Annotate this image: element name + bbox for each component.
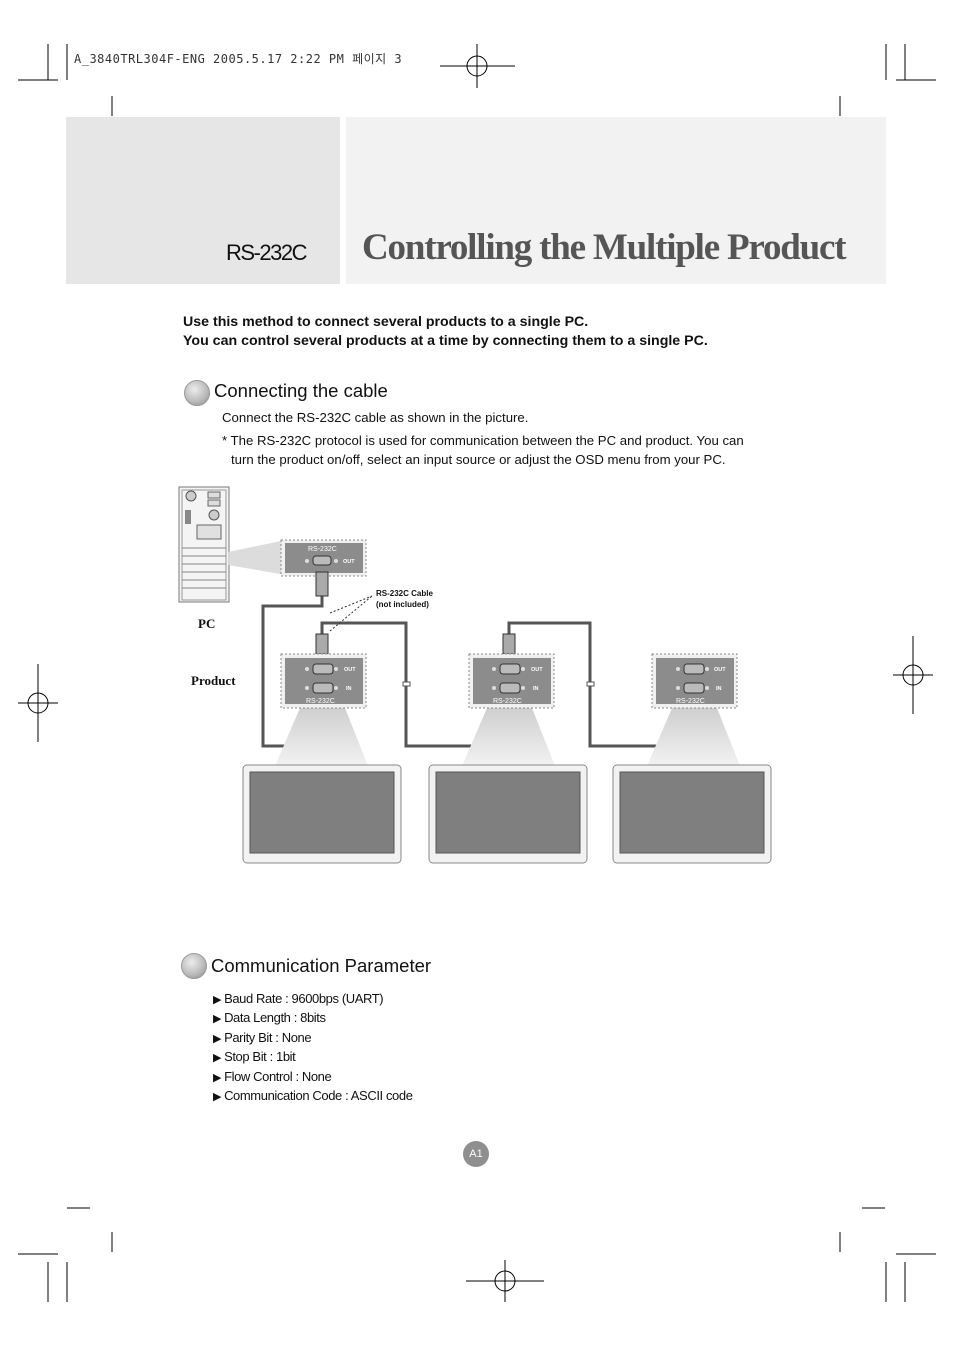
intro-text: Use this method to connect several produ… [183,313,708,351]
connection-diagram: RS-232C OUT RS-232C Cable (not included)… [178,486,772,864]
pc-label: PC [198,616,216,631]
product-2-out-label: OUT [531,667,543,673]
pc-port-label: RS-232C [308,546,337,553]
page-number: A1 [463,1141,489,1167]
product-1-out-label: OUT [344,667,356,673]
pc-tower-icon [178,486,230,603]
list-item: Data Length : 8bits [213,1009,413,1028]
parameter-list: Baud Rate : 9600bps (UART) Data Length :… [213,990,413,1106]
product-monitor-1 [242,764,402,864]
product-2-port-panel: OUT IN RS-232C [462,653,555,766]
list-item: Baud Rate : 9600bps (UART) [213,990,413,1009]
product-label: Product [191,673,236,688]
header-left-panel [66,117,340,284]
connecting-text-2: * The RS-232C protocol is used for commu… [222,431,744,469]
product-1-in-label: IN [346,686,352,692]
cable-label-line-2: (not included) [376,600,429,609]
header-right-panel [346,117,886,284]
connecting-text-2-line-2: turn the product on/off, select an input… [231,452,726,467]
product-1-port-label: RS-232C [306,698,335,705]
intro-line-2: You can control several products at a ti… [183,333,708,349]
pc-port-panel: RS-232C OUT [280,539,367,577]
section-bullet-icon [181,953,207,979]
list-item: Communication Code : ASCII code [213,1087,413,1106]
communication-title: Communication Parameter [211,955,432,976]
product-3-port-label: RS-232C [676,698,705,705]
connecting-text-1: Connect the RS-232C cable as shown in th… [222,410,529,425]
section-bullet-icon [184,380,210,406]
product-2-in-label: IN [533,686,539,692]
cable-label-line-1: RS-232C Cable [376,589,433,598]
product-3-port-panel: OUT IN RS-232C [647,653,740,766]
page-title: Controlling the Multiple Product [362,227,847,268]
pc-out-label: OUT [343,559,355,565]
product-monitor-2 [428,764,588,864]
product-1-port-panel: OUT IN RS-232C [275,653,368,766]
intro-line-1: Use this method to connect several produ… [183,314,589,330]
print-header: A_3840TRL304F-ENG 2005.5.17 2:22 PM 페이지 … [74,52,403,66]
product-monitor-3 [612,764,772,864]
product-2-port-label: RS-232C [493,698,522,705]
connecting-title: Connecting the cable [214,380,388,401]
list-item: Flow Control : None [213,1068,413,1087]
product-3-out-label: OUT [714,667,726,673]
section-label: RS-232C [226,240,307,265]
connecting-text-2-line-1: * The RS-232C protocol is used for commu… [222,433,744,448]
list-item: Stop Bit : 1bit [213,1048,413,1067]
list-item: Parity Bit : None [213,1029,413,1048]
product-3-in-label: IN [716,686,722,692]
